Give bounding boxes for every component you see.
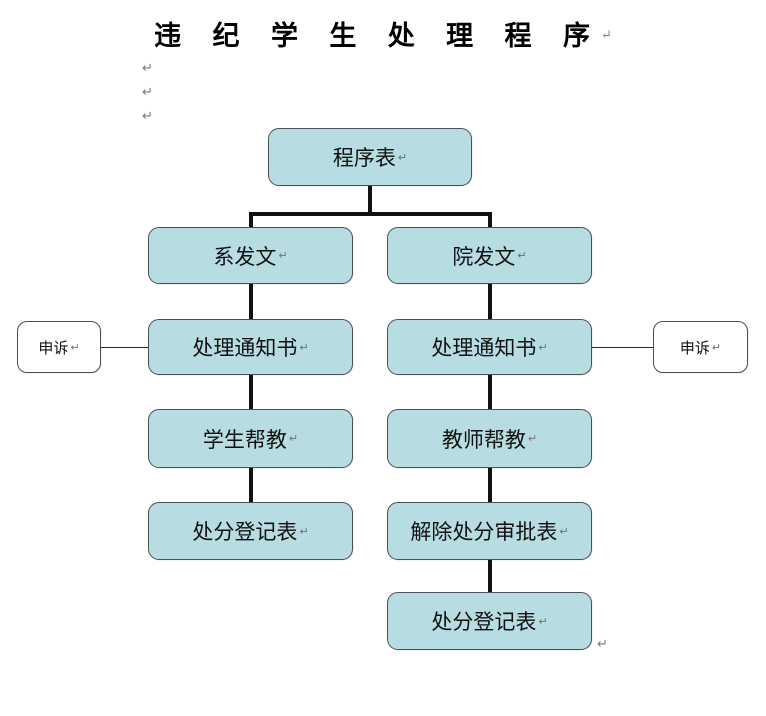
- node-appeal-right[interactable]: 申诉↵: [653, 321, 748, 373]
- node-college-doc-label: 院发文: [452, 244, 516, 269]
- node-root-label: 程序表: [332, 146, 396, 170]
- connector-root-to-college: [488, 212, 492, 230]
- node-college-doc[interactable]: 院发文↵: [387, 227, 592, 284]
- connector-student-help-to-record: [249, 468, 253, 502]
- connector-notice-to-student-help: [249, 373, 253, 409]
- pilcrow-mark: ↵: [299, 340, 309, 354]
- connector-revoke-to-record: [488, 560, 492, 592]
- node-notice-left-label: 处理通知书: [192, 336, 298, 360]
- node-record-right[interactable]: 处分登记表↵: [387, 592, 592, 650]
- connector-teacher-help-to-revoke: [488, 468, 492, 502]
- connector-notice-to-teacher-help: [488, 373, 492, 409]
- stray-pilcrow-4: ↵: [597, 637, 608, 652]
- page-title: 违 纪 学 生 处 理 程 序↵: [0, 14, 766, 53]
- pilcrow-mark: ↵: [538, 614, 548, 628]
- node-student-help[interactable]: 学生帮教↵: [148, 409, 353, 468]
- pilcrow-mark: ↵: [538, 340, 548, 354]
- pilcrow-mark: ↵: [711, 340, 722, 354]
- node-revoke-approval[interactable]: 解除处分审批表↵: [387, 502, 592, 560]
- node-record-left-label: 处分登记表: [192, 520, 298, 544]
- connector-split-bar: [249, 212, 492, 216]
- node-revoke-approval-label: 解除处分审批表: [410, 520, 558, 544]
- pilcrow-mark: ↵: [288, 432, 299, 445]
- connector-root-to-dept: [249, 212, 253, 230]
- pilcrow-mark: ↵: [299, 524, 309, 538]
- connector-appeal-left: [100, 347, 150, 349]
- pilcrow-mark: ↵: [70, 340, 80, 354]
- stray-pilcrow-1: ↵: [142, 61, 153, 76]
- node-record-right-label: 处分登记表: [431, 610, 537, 634]
- pilcrow-mark: ↵: [278, 249, 288, 262]
- node-appeal-right-label: 申诉: [679, 338, 710, 357]
- pilcrow-mark: ↵: [559, 524, 569, 538]
- node-appeal-left-label: 申诉: [38, 338, 69, 357]
- page-title-text: 违 纪 学 生 处 理 程 序: [154, 21, 601, 52]
- node-notice-left[interactable]: 处理通知书↵: [148, 319, 353, 375]
- node-teacher-help[interactable]: 教师帮教↵: [387, 409, 592, 468]
- stray-pilcrow-3: ↵: [142, 109, 153, 124]
- connector-appeal-right: [590, 347, 654, 349]
- connector-college-to-notice: [488, 283, 492, 321]
- pilcrow-mark: ↵: [517, 249, 527, 262]
- pilcrow-mark: ↵: [527, 432, 538, 445]
- node-teacher-help-label: 教师帮教: [441, 427, 526, 452]
- node-appeal-left[interactable]: 申诉↵: [17, 321, 101, 373]
- pilcrow-mark: ↵: [600, 28, 612, 43]
- node-dept-doc[interactable]: 系发文↵: [148, 227, 353, 284]
- node-dept-doc-label: 系发文: [213, 244, 277, 269]
- node-notice-right[interactable]: 处理通知书↵: [387, 319, 592, 375]
- connector-root-stem: [368, 186, 372, 216]
- node-root[interactable]: 程序表↵: [268, 128, 472, 186]
- node-student-help-label: 学生帮教: [202, 427, 287, 452]
- connector-dept-to-notice: [249, 283, 253, 321]
- node-record-left[interactable]: 处分登记表↵: [148, 502, 353, 560]
- node-notice-right-label: 处理通知书: [431, 336, 537, 360]
- stray-pilcrow-2: ↵: [142, 85, 153, 100]
- pilcrow-mark: ↵: [397, 150, 408, 164]
